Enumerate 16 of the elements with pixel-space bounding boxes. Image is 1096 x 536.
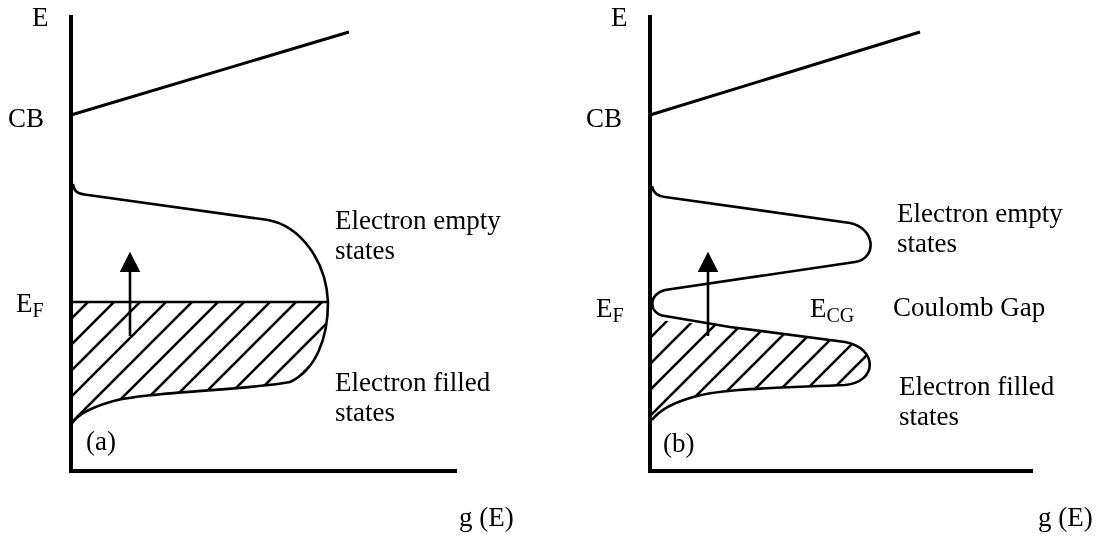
panel-label: (a) <box>86 426 116 456</box>
gap-label: E$_{CG}$ <box>810 293 855 323</box>
axis-tick-label: CB <box>586 103 623 133</box>
axis-tick-label: E$_{F}$ <box>596 293 624 323</box>
region-label: Electron empty states <box>897 198 1064 258</box>
axis-tick-label: CB <box>8 103 45 133</box>
region-label: Electron filled states <box>899 371 1056 431</box>
region-label: Coulomb Gap <box>893 292 1046 322</box>
panel-label: (b) <box>663 428 695 458</box>
axis-label: g (E) <box>459 502 514 532</box>
axis-label: E <box>611 2 628 32</box>
region-label: Electron empty states <box>335 205 502 265</box>
axis-label: g (E) <box>1038 502 1093 532</box>
axis-label: E <box>32 2 49 32</box>
region-label: Electron filled states <box>335 367 492 427</box>
axis-tick-label: E$_{F}$ <box>16 288 44 318</box>
